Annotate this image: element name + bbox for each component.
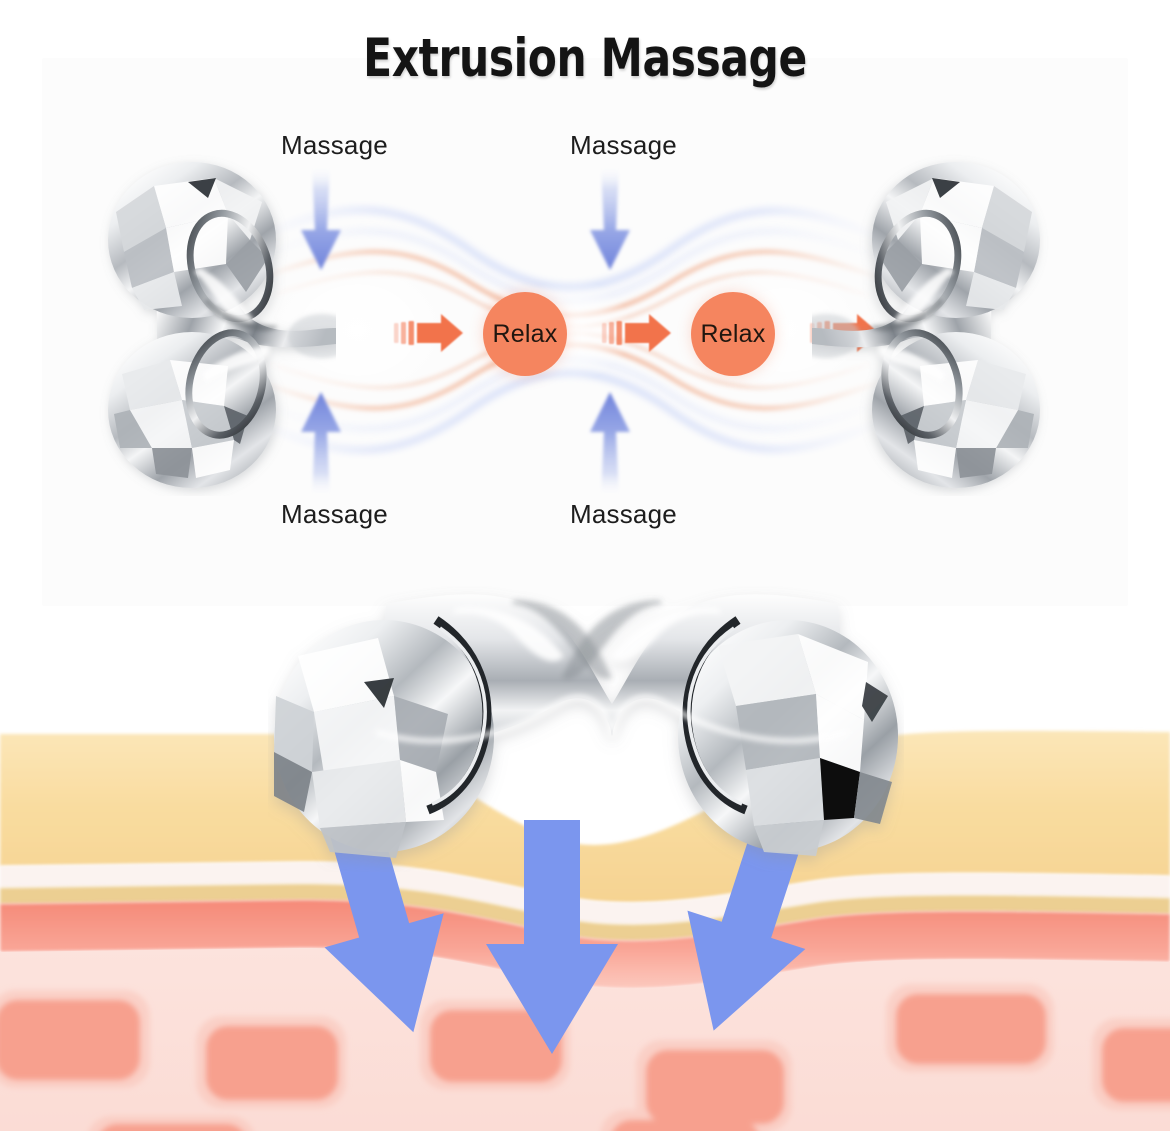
massage-roller-bottom <box>274 594 898 858</box>
label-massage-top-right: Massage <box>570 130 677 160</box>
pressure-arrow-up-left <box>301 392 341 496</box>
fat-cell-group <box>0 984 1170 1131</box>
label-massage-top-left: Massage <box>281 130 388 160</box>
penetration-arrow-right <box>687 813 807 1031</box>
pressure-arrow-down-right <box>590 166 630 270</box>
label-massage-bottom-left: Massage <box>281 499 388 529</box>
page-title: Extrusion Massage <box>363 28 807 89</box>
relax-node-2: Relax <box>691 292 775 376</box>
flow-arrow-1 <box>394 314 463 352</box>
skin-layer-papillary <box>0 884 1170 941</box>
relax-node-1: Relax <box>483 292 567 376</box>
skin-layer-basal-gap <box>0 862 1170 925</box>
penetration-arrow-left <box>324 813 444 1033</box>
relax-node-1-label: Relax <box>492 319 558 348</box>
penetration-arrow-center <box>486 820 618 1054</box>
label-massage-bottom-right: Massage <box>570 499 677 529</box>
massage-roller-left <box>108 162 336 488</box>
flow-arrow-2 <box>602 314 671 352</box>
pressure-arrow-down-left <box>301 166 341 270</box>
relax-node-2-label: Relax <box>700 319 766 348</box>
pressure-arrow-up-right <box>590 392 630 496</box>
massage-roller-right <box>812 162 1040 488</box>
